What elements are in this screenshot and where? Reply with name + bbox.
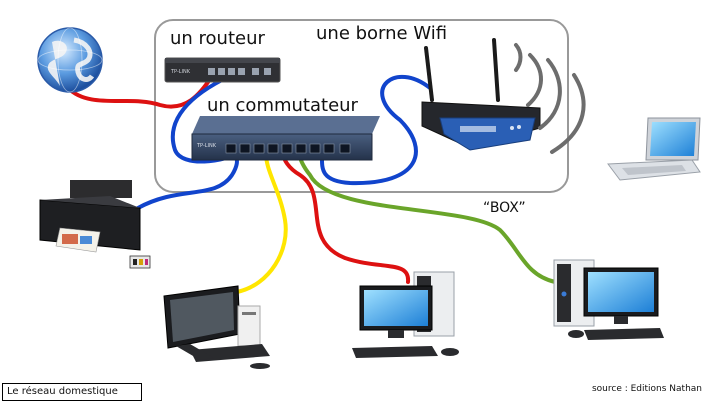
globe-icon [37,27,103,93]
cable-desktop1-switch [280,150,411,284]
switch-icon: TP-LINK [191,116,380,161]
switch-brand-text: TP-LINK [196,143,217,149]
cable-allinone-switch [235,150,288,294]
label-wifi: une borne Wifi [316,23,447,44]
label-box: “BOX” [483,200,526,216]
router-brand-text: TP-LINK [170,69,191,75]
wifi-router-icon [421,38,541,151]
wifi-waves-icon [514,43,586,154]
label-switch: un commutateur [207,95,359,116]
desktop-pc-icon-1 [352,271,459,358]
label-router: un routeur [170,28,266,49]
desktop-pc-icon-2 [553,259,664,340]
printer-icon [39,180,151,269]
cables [66,74,557,294]
caption: Le réseau domestique [2,383,142,401]
cable-wifi-switch [319,74,432,186]
all-in-one-pc-icon [163,285,270,369]
laptop-icon [607,117,701,181]
source-credit: source : Editions Nathan [591,384,702,394]
cable-desktop2-switch [296,150,557,284]
router-icon: TP-LINK [164,57,281,83]
